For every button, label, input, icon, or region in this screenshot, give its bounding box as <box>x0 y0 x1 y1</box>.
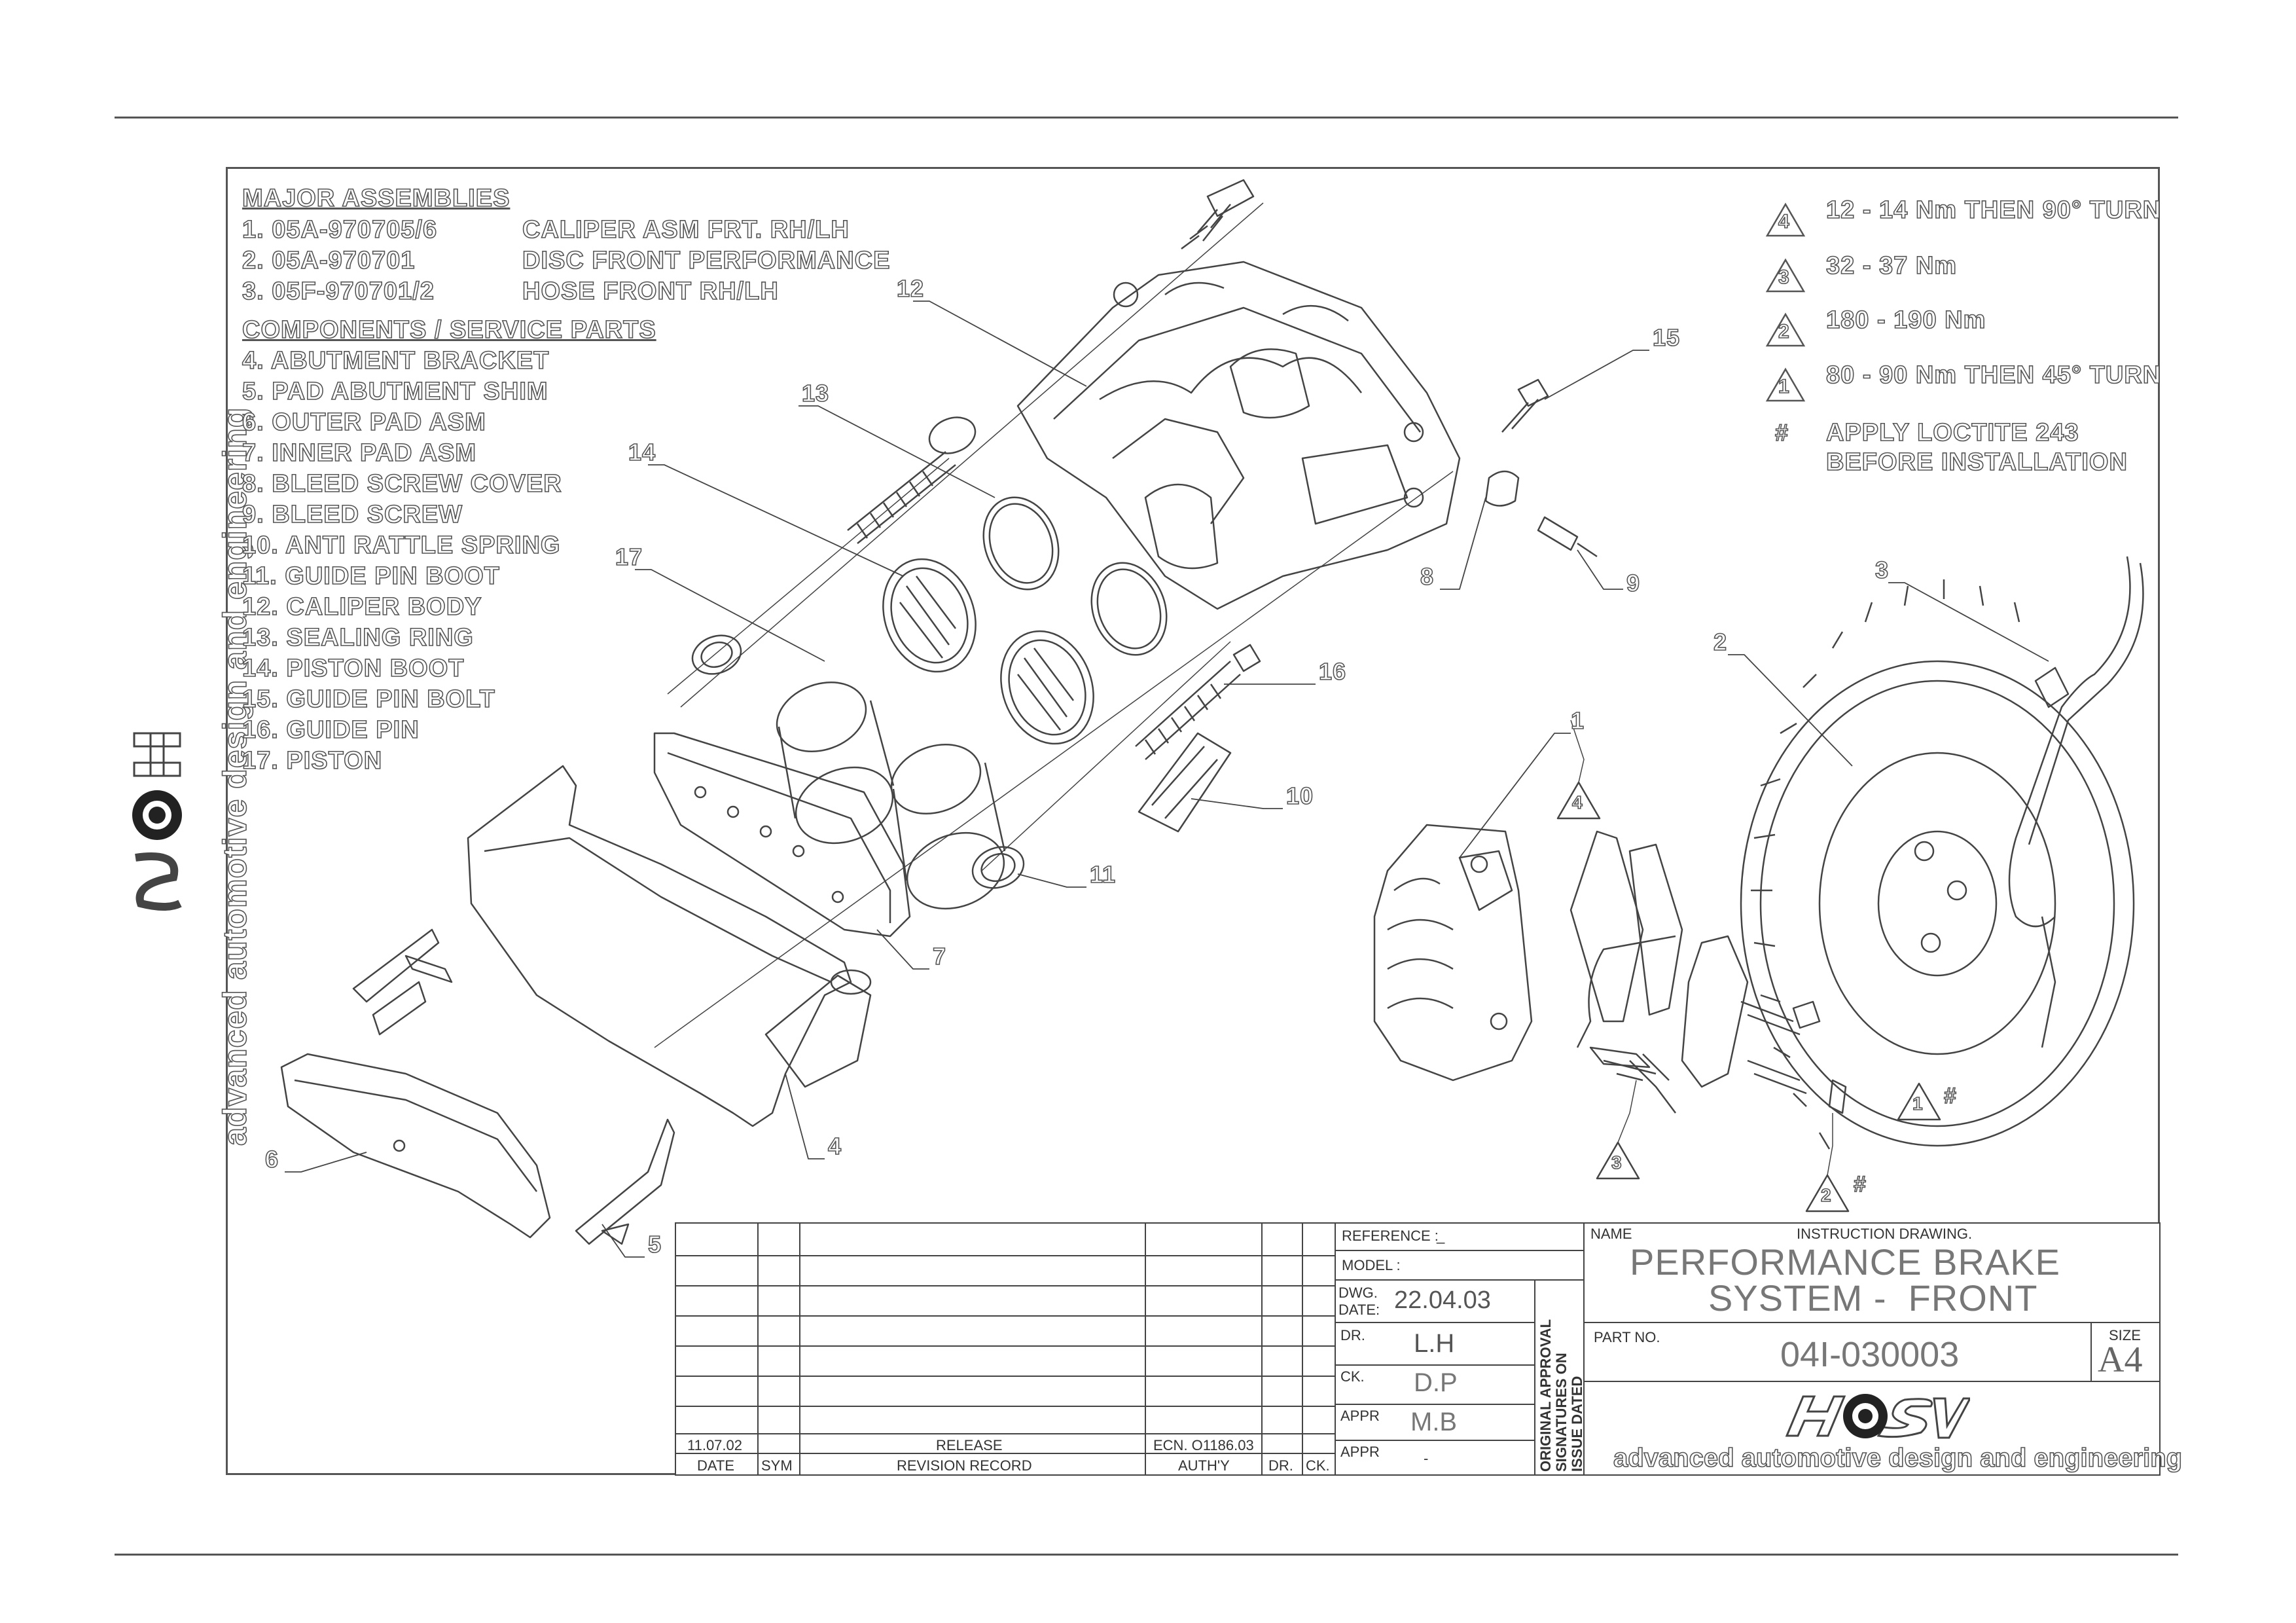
component-item: 16. GUIDE PIN <box>242 716 420 744</box>
dwg-date-label-1: DWG. <box>1338 1285 1378 1301</box>
assembly-1-desc: CALIPER ASM FRT. RH/LH <box>522 215 850 244</box>
assembly-1-label: 1. 05A-970705/6 <box>242 215 438 244</box>
component-item: 9. BLEED SCREW <box>242 500 463 529</box>
torque-note: 32 - 37 Nm <box>1825 251 1958 280</box>
loctite-symbol: # <box>1774 418 1789 447</box>
component-item: 5. PAD ABUTMENT SHIM <box>242 377 548 406</box>
top-rule <box>115 117 2178 119</box>
drawing-title-line1: PERFORMANCE BRAKE <box>1630 1241 2060 1283</box>
assembly-2-label: 2. 05A-970701 <box>242 246 416 275</box>
revision-authority: ECN. O1186.03 <box>1153 1437 1254 1453</box>
appr-label: APPR <box>1340 1408 1380 1424</box>
callout-8: 8 <box>1420 562 1435 591</box>
callout-15: 15 <box>1652 323 1681 352</box>
component-item: 6. OUTER PAD ASM <box>242 408 486 437</box>
document-type: INSTRUCTION DRAWING. <box>1797 1226 1973 1242</box>
marker-1-label: 1 <box>1912 1093 1924 1114</box>
dwg-date-label-2: DATE: <box>1338 1302 1380 1318</box>
reference-label: REFERENCE : <box>1342 1228 1439 1244</box>
dwg-date: 22.04.03 <box>1394 1286 1491 1314</box>
loctite-note-line2: BEFORE INSTALLATION <box>1825 448 2128 477</box>
model-label: MODEL : <box>1342 1257 1401 1273</box>
callout-6: 6 <box>264 1145 279 1173</box>
callout-17: 17 <box>615 543 643 571</box>
approval-note-1: ORIGINAL APPROVAL <box>1537 1319 1554 1472</box>
title-block-tagline: advanced automotive design and engineeri… <box>1613 1443 2183 1473</box>
callout-12: 12 <box>896 274 925 302</box>
appr-value: M.B <box>1410 1408 1458 1436</box>
component-item: 14. PISTON BOOT <box>242 654 465 683</box>
torque-symbol: 2 <box>1778 320 1790 343</box>
torque-symbol: 4 <box>1778 210 1790 233</box>
revision-record: RELEASE <box>936 1437 1003 1453</box>
part-no-label: PART NO. <box>1594 1329 1660 1345</box>
component-item: 13. SEALING RING <box>242 623 474 652</box>
hsv-logo-icon <box>1785 1394 1970 1439</box>
component-item: 12. CALIPER BODY <box>242 593 482 621</box>
callout-14: 14 <box>628 438 656 466</box>
component-item: 8. BLEED SCREW COVER <box>242 469 562 498</box>
revision-header-date: DATE <box>697 1457 735 1474</box>
hsv-logo <box>1774 1387 1970 1446</box>
reference-value: _ <box>1437 1228 1445 1244</box>
marker-4-label: 4 <box>1571 792 1583 813</box>
callout-5: 5 <box>647 1230 662 1258</box>
callout-11: 11 <box>1089 860 1117 888</box>
component-item: 17. PISTON <box>242 746 383 775</box>
ck-value: D.P <box>1414 1368 1458 1397</box>
revision-header-ck: CK. <box>1306 1457 1330 1474</box>
component-item: 4. ABUTMENT BRACKET <box>242 346 550 375</box>
approval-note-2: SIGNATURES ON <box>1553 1353 1570 1472</box>
approval-note: ORIGINAL APPROVAL SIGNATURES ON ISSUE DA… <box>1537 1319 1585 1472</box>
callout-1: 1 <box>1570 706 1585 735</box>
component-item: 15. GUIDE PIN BOLT <box>242 685 495 714</box>
torque-note: 180 - 190 Nm <box>1825 306 1986 335</box>
marker-2-label: 2 <box>1820 1184 1832 1206</box>
approval-note-3: ISSUE DATED <box>1569 1376 1585 1472</box>
marker-1-suffix: # <box>1943 1083 1957 1109</box>
torque-note: 12 - 14 Nm THEN 90° TURN <box>1825 196 2162 225</box>
callout-9: 9 <box>1626 569 1641 597</box>
dr-value: L.H <box>1414 1329 1455 1358</box>
assembly-3-desc: HOSE FRONT RH/LH <box>522 277 779 306</box>
size-label: SIZE <box>2109 1327 2141 1343</box>
ck-label: CK. <box>1340 1368 1365 1385</box>
assembly-2-desc: DISC FRONT PERFORMANCE <box>522 246 891 275</box>
revision-header-record: REVISION RECORD <box>897 1457 1032 1474</box>
callout-16: 16 <box>1318 657 1347 685</box>
hsv-logo-vertical-icon <box>132 732 182 911</box>
dr-label: DR. <box>1340 1327 1365 1343</box>
callout-7: 7 <box>932 942 947 970</box>
revision-date: 11.07.02 <box>687 1437 743 1453</box>
component-item: 10. ANTI RATTLE SPRING <box>242 531 561 560</box>
marker-3-label: 3 <box>1611 1152 1623 1173</box>
components-heading: COMPONENTS / SERVICE PARTS <box>242 316 656 344</box>
callout-2: 2 <box>1713 628 1728 656</box>
drawing-title-line2: SYSTEM - FRONT <box>1708 1277 2038 1319</box>
appr2-label: APPR <box>1340 1444 1380 1460</box>
torque-symbol: 3 <box>1778 266 1790 289</box>
loctite-note-line1: APPLY LOCTITE 243 <box>1825 418 2079 447</box>
revision-header-sym: SYM <box>761 1457 793 1474</box>
marker-2-suffix: # <box>1853 1171 1867 1197</box>
torque-note: 80 - 90 Nm THEN 45° TURN <box>1825 361 2162 390</box>
callout-10: 10 <box>1285 782 1314 810</box>
major-assemblies-heading: MAJOR ASSEMBLIES <box>242 184 511 213</box>
revision-header-dr: DR. <box>1268 1457 1293 1474</box>
sheet-size: A4 <box>2098 1340 2143 1380</box>
revision-header-auth: AUTH'Y <box>1178 1457 1230 1474</box>
torque-symbol: 1 <box>1778 375 1790 398</box>
callout-3: 3 <box>1874 556 1890 584</box>
component-item: 11. GUIDE PIN BOOT <box>242 562 500 591</box>
side-logo <box>121 707 193 923</box>
name-label: NAME <box>1590 1226 1632 1242</box>
component-item: 7. INNER PAD ASM <box>242 439 477 467</box>
appr2-value: - <box>1424 1450 1429 1467</box>
bottom-rule <box>115 1554 2178 1556</box>
callout-4: 4 <box>827 1132 842 1160</box>
assembly-3-label: 3. 05F-970701/2 <box>242 277 435 306</box>
callout-13: 13 <box>801 379 830 407</box>
part-number: 04I-030003 <box>1780 1335 1960 1374</box>
